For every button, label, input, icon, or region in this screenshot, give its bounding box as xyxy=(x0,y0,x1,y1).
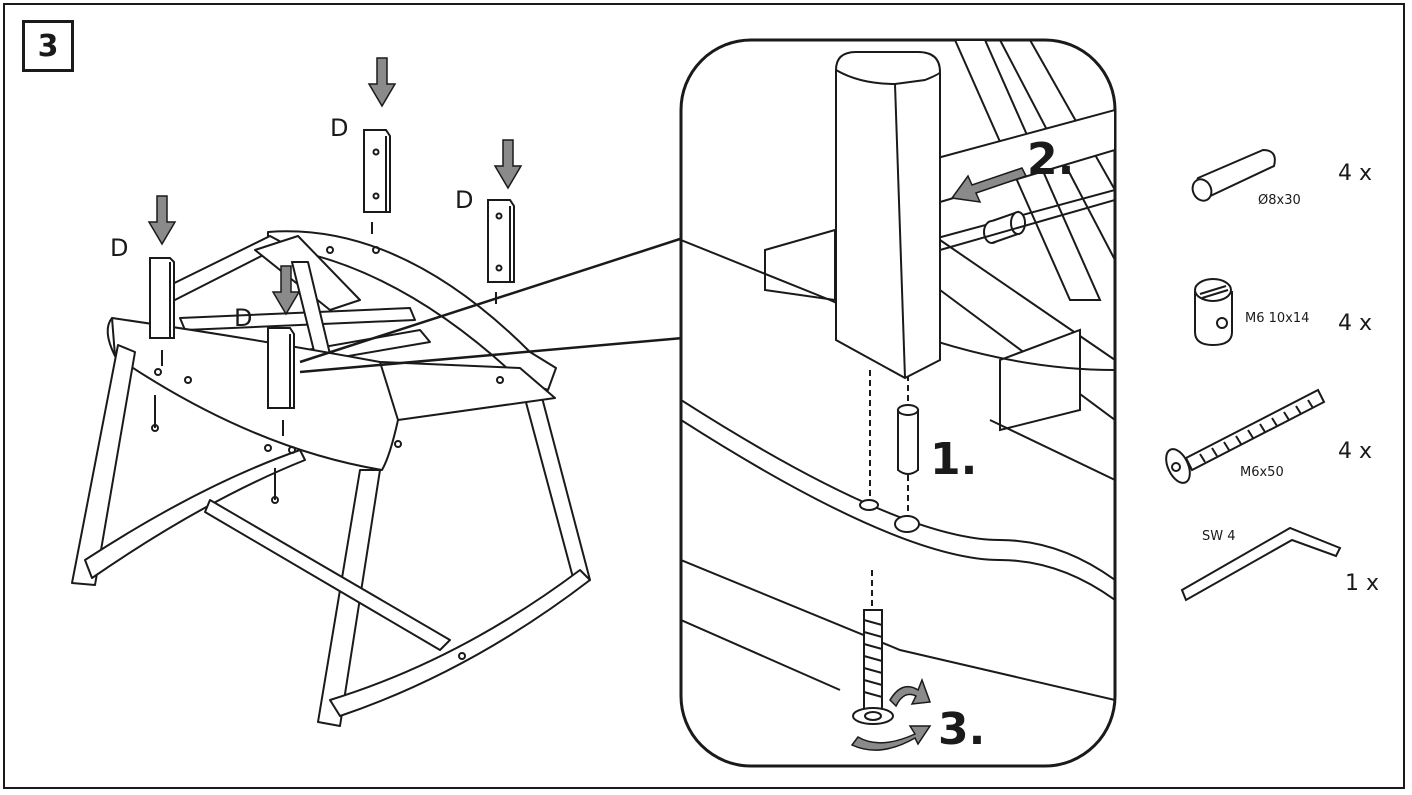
rocking-chair-base-illustration xyxy=(71,230,591,727)
hardware-spec: Ø8x30 xyxy=(1258,193,1301,208)
hardware-qty: 4 x xyxy=(1338,161,1372,186)
zoom-callout-lines xyxy=(299,236,684,374)
hardware-qty: 4 x xyxy=(1338,439,1372,464)
part-d-blocks xyxy=(149,129,515,436)
dowel-icon xyxy=(1191,148,1276,202)
step-label-2: 2. xyxy=(1027,134,1074,185)
hardware-spec: M6 10x14 xyxy=(1245,311,1309,326)
barrel-nut-icon xyxy=(1194,278,1233,347)
part-label-d: D xyxy=(330,114,348,142)
left-arrow-icon xyxy=(950,167,1028,203)
hardware-spec: M6x50 xyxy=(1240,465,1284,480)
hardware-qty: 4 x xyxy=(1338,311,1372,336)
down-arrow-icon xyxy=(147,195,177,246)
bolt-icon xyxy=(1165,388,1326,484)
part-label-d: D xyxy=(234,304,252,332)
rotate-arrow-icon xyxy=(889,677,932,708)
page-frame xyxy=(3,3,1405,789)
allen-key-icon xyxy=(1180,526,1342,602)
down-arrow-icon xyxy=(271,265,301,316)
hardware-spec: SW 4 xyxy=(1202,529,1236,544)
step-label-1: 1. xyxy=(930,434,977,485)
step-number: 3 xyxy=(22,20,74,72)
hardware-list: Ø8x30 4 x M6 10x14 4 x M6x50 4 x xyxy=(1165,148,1379,602)
down-arrow-icon xyxy=(493,139,523,190)
insert-arrows xyxy=(147,57,523,316)
detail-view: 1. 2. 3. xyxy=(679,38,1117,768)
rotate-arrow-icon xyxy=(850,725,932,751)
hardware-qty: 1 x xyxy=(1345,571,1379,596)
step-label-3: 3. xyxy=(938,704,985,755)
part-label-d: D xyxy=(110,234,128,262)
part-label-d: D xyxy=(455,186,473,214)
down-arrow-icon xyxy=(367,57,397,108)
